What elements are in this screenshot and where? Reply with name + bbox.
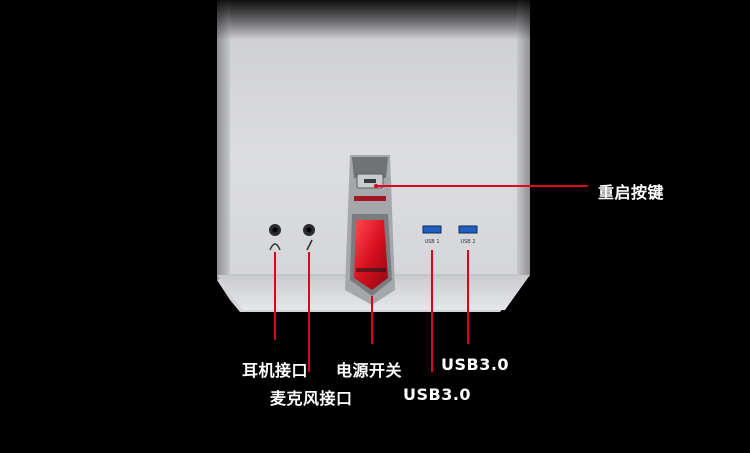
headphone-jack-label: 耳机接口 bbox=[242, 361, 309, 380]
usb-port-2: USB 2 bbox=[458, 225, 478, 245]
mic-jack bbox=[303, 224, 315, 251]
usb-port-1-caption: USB3.0 bbox=[403, 385, 472, 404]
headphone-icon bbox=[269, 243, 281, 251]
power-switch-label: 电源开关 bbox=[336, 361, 403, 380]
usb-port-1-label: USB 1 bbox=[424, 239, 439, 245]
usb-port-2-caption: USB3.0 bbox=[441, 355, 510, 374]
usb-port-2-label: USB 2 bbox=[460, 239, 475, 245]
headphone-jack bbox=[269, 224, 281, 251]
power-button bbox=[354, 220, 388, 290]
control-module bbox=[345, 155, 395, 305]
restart-button-label: 重启按键 bbox=[598, 183, 665, 202]
usb-port-1: USB 1 bbox=[422, 225, 442, 245]
callout-lines bbox=[274, 184, 588, 372]
mic-jack-label: 麦克风接口 bbox=[270, 389, 353, 408]
mic-icon bbox=[306, 239, 313, 251]
